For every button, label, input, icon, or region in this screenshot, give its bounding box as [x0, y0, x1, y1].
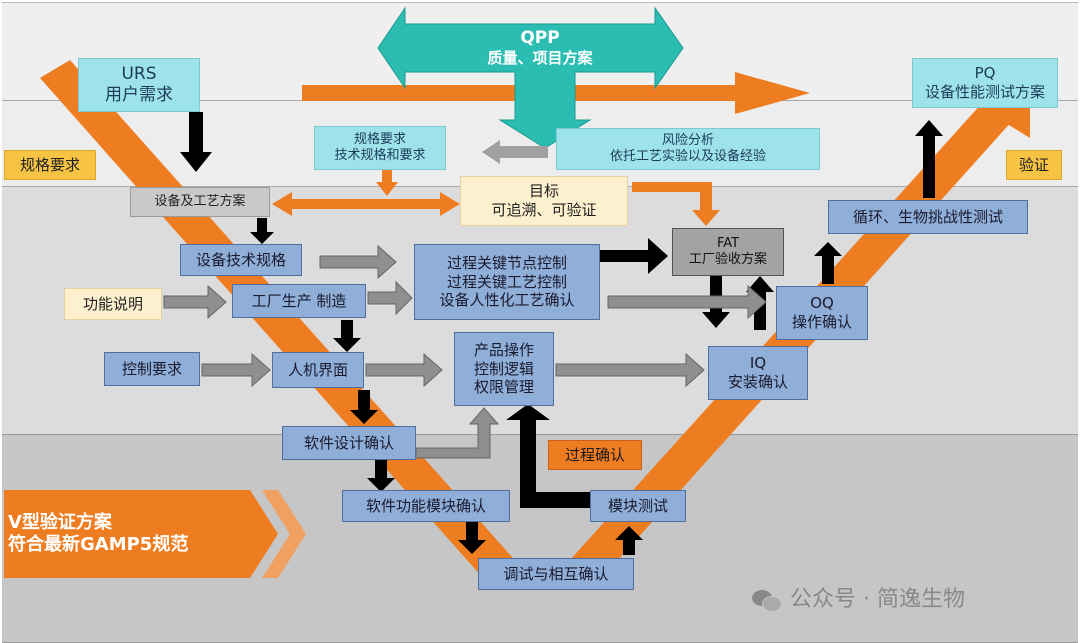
cycle-test-box[interactable]: 循环、生物挑战性测试	[828, 200, 1028, 234]
risk-to-spec-arrow	[482, 140, 548, 164]
urs-box[interactable]: URS 用户需求	[78, 58, 200, 112]
oq-box[interactable]: OQ 操作确认	[776, 286, 868, 340]
spec-req-box[interactable]: 规格要求 技术规格和要求	[314, 126, 446, 170]
qpp-label: QPP 质量、项目方案	[470, 24, 610, 72]
hmi-box[interactable]: 人机界面	[272, 352, 364, 388]
pq-box[interactable]: PQ 设备性能测试方案	[912, 58, 1058, 108]
risk-line2: 依托工艺实验以及设备经验	[609, 149, 766, 164]
sw-module-box[interactable]: 软件功能模块确认	[342, 490, 510, 522]
swdesign-down-arrow	[367, 460, 395, 492]
spec-tag: 规格要求	[4, 150, 96, 180]
pq-title: PQ	[974, 64, 996, 83]
debug-up-arrow	[615, 526, 643, 555]
debug-box[interactable]: 调试与相互确认	[478, 558, 634, 590]
urs-subtitle: 用户需求	[105, 85, 173, 105]
oq-up-arrow	[814, 242, 842, 284]
risk-box[interactable]: 风险分析 依托工艺实验以及设备经验	[556, 128, 820, 170]
risk-line1: 风险分析	[661, 132, 714, 148]
fat-title: FAT	[716, 235, 740, 251]
sw-design-box[interactable]: 软件设计确认	[282, 426, 416, 460]
oq-subtitle: 操作确认	[791, 313, 852, 331]
plan-down-arrow	[250, 218, 274, 244]
banner-shape	[4, 490, 278, 578]
iq-title: IQ	[749, 354, 767, 373]
watermark: 公众号 · 简逸生物	[752, 582, 1052, 618]
product-op-line3: 权限管理	[473, 378, 534, 397]
spec-target-arrow	[272, 192, 460, 216]
cycle-up-arrow	[915, 120, 943, 198]
process-ctrl-line2: 过程关键工艺控制	[446, 272, 567, 291]
func-desc-box[interactable]: 功能说明	[64, 288, 162, 320]
process-ctrl-box[interactable]: 过程关键节点控制 过程关键工艺控制 设备人性化工艺确认	[414, 244, 600, 320]
urs-title: URS	[121, 63, 157, 84]
process-confirm-box[interactable]: 过程确认	[548, 440, 642, 470]
equip-plan-box[interactable]: 设备及工艺方案	[130, 187, 270, 217]
factory-down-arrow	[333, 320, 361, 352]
oq-title: OQ	[810, 294, 834, 313]
product-op-line2: 控制逻辑	[473, 359, 534, 378]
product-to-iq-arrow	[555, 352, 705, 388]
tech-to-process-arrow	[319, 244, 397, 280]
process-to-iq-arrow	[607, 284, 767, 320]
banner-line1: V型验证方案	[8, 511, 112, 533]
target-box[interactable]: 目标 可追溯、可验证	[460, 176, 628, 226]
hmi-to-product-arrow	[365, 352, 443, 388]
process-ctrl-line1: 过程关键节点控制	[446, 253, 567, 272]
factory-prod-box[interactable]: 工厂生产 制造	[232, 284, 366, 318]
iq-subtitle: 安装确认	[727, 373, 788, 391]
factory-to-process-arrow	[367, 280, 413, 316]
qpp-arrow	[377, 6, 684, 149]
urs-down-arrow	[180, 112, 212, 172]
spec-down-arrow	[376, 168, 398, 196]
banner-line2: 符合最新GAMP5规范	[8, 534, 189, 555]
pq-subtitle: 设备性能测试方案	[924, 83, 1045, 101]
spec-req-line2: 技术规格和要求	[334, 148, 426, 163]
wechat-icon	[752, 588, 782, 612]
watermark-text: 公众号 · 简逸生物	[790, 587, 965, 613]
fat-subtitle: 工厂验收方案	[688, 252, 767, 267]
target-fat-arrow	[632, 182, 720, 226]
product-op-line1: 产品操作	[473, 340, 534, 359]
target-line2: 可追溯、可验证	[491, 201, 597, 219]
ctrl-req-box[interactable]: 控制要求	[104, 352, 200, 386]
fat-box[interactable]: FAT 工厂验收方案	[672, 228, 784, 276]
iq-box[interactable]: IQ 安装确认	[708, 346, 808, 400]
equip-tech-box[interactable]: 设备技术规格	[180, 244, 302, 276]
ctrl-to-hmi-arrow	[201, 352, 271, 388]
spec-req-line1: 规格要求	[353, 131, 406, 147]
func-to-factory-arrow	[163, 284, 227, 320]
verify-tag: 验证	[1006, 150, 1062, 180]
target-line1: 目标	[528, 182, 559, 201]
qpp-subtitle: 质量、项目方案	[487, 49, 593, 68]
banner-chevron	[262, 490, 306, 578]
module-test-box[interactable]: 模块测试	[590, 490, 686, 522]
qpp-title: QPP	[520, 28, 560, 48]
module-to-product-arrow	[506, 404, 590, 508]
hmi-down-arrow	[350, 390, 378, 424]
swdesign-to-product-arrow	[415, 407, 500, 459]
banner-text: V型验证方案 符合最新GAMP5规范	[8, 500, 248, 568]
product-op-box[interactable]: 产品操作 控制逻辑 权限管理	[454, 332, 554, 406]
process-to-fat-arrow	[600, 238, 668, 274]
swmodule-down-arrow	[458, 522, 486, 554]
process-ctrl-line3: 设备人性化工艺确认	[439, 291, 575, 310]
